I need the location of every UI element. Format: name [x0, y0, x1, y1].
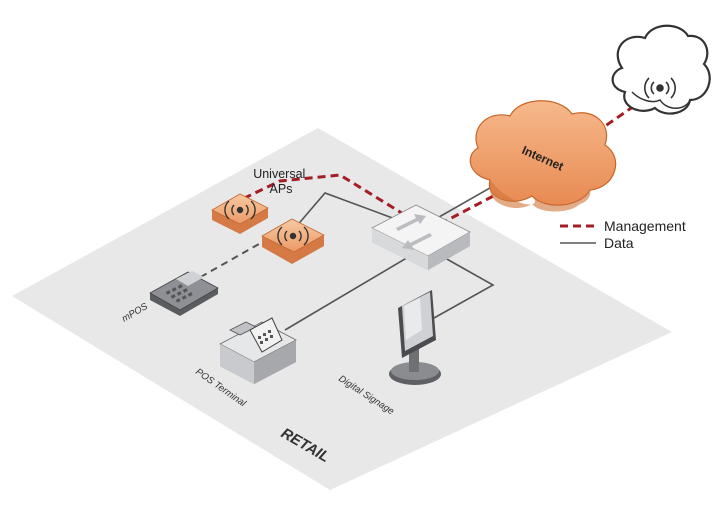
remote-cloud	[611, 24, 711, 115]
mpos-wireless-link	[189, 239, 267, 284]
legend-data-label: Data	[604, 235, 634, 251]
digital-signage	[389, 290, 441, 385]
switch-arrows-icon	[396, 214, 432, 250]
access-point-1	[211, 193, 269, 234]
retail-floor	[12, 128, 672, 490]
wireless-icon	[644, 77, 676, 99]
ap-wireless-icon	[277, 226, 309, 246]
internet-cloud: Internet	[469, 100, 617, 212]
network-switch	[371, 204, 471, 270]
ap-wireless-icon	[224, 200, 256, 220]
access-point-2	[261, 218, 325, 264]
mpos-device	[149, 271, 219, 316]
legend: Management Data	[560, 218, 686, 251]
universal-aps-label: Universal APs	[253, 167, 309, 196]
legend-management-label: Management	[604, 218, 686, 234]
pos-terminal	[219, 317, 297, 384]
